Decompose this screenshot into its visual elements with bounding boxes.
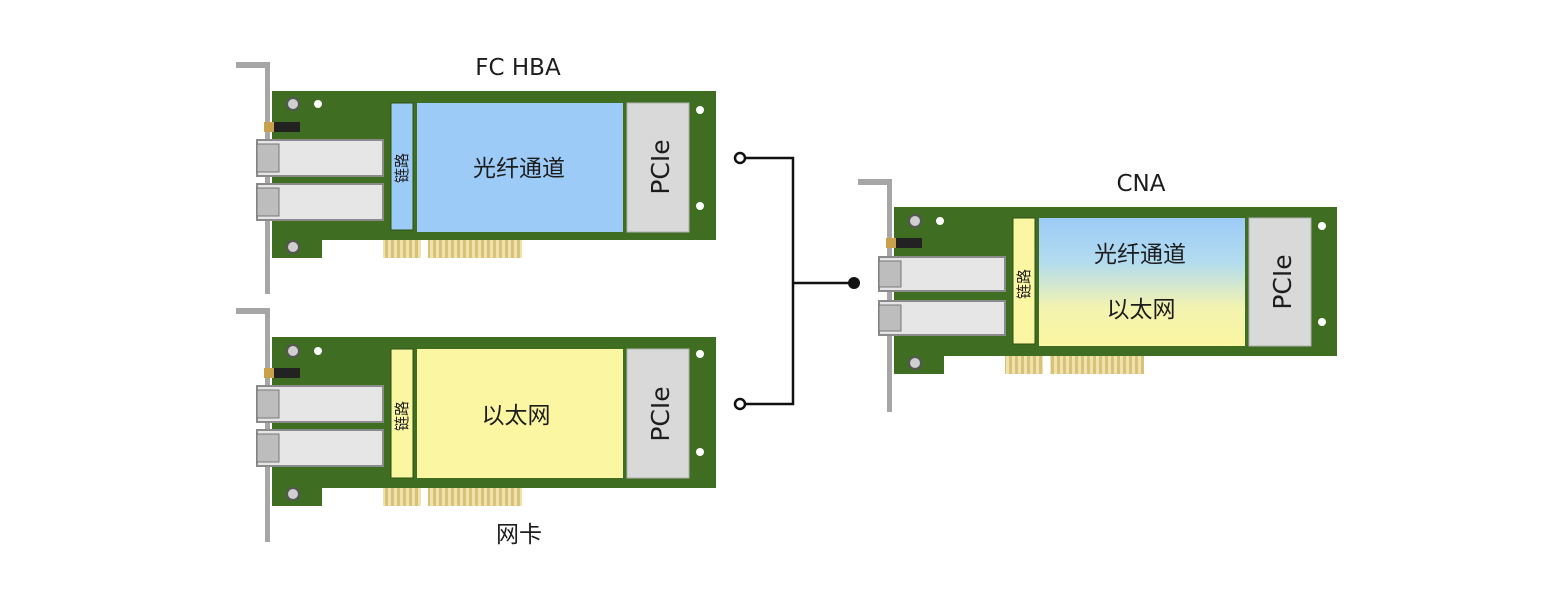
fc-hba-pcie-label: PCIe [646,139,675,194]
fc-hba-port-bottom-cage [256,187,280,217]
cna-port-bottom-cage [878,304,902,332]
nic-screw-icon [286,344,300,358]
cna-hole-icon [1318,318,1326,326]
cna-card: 链路 光纤通道 以太网 PCIe [858,179,1337,412]
fc-hba-gold-fingers-right [428,240,522,258]
cna-fiber-label: 光纤通道 [1094,242,1186,268]
nic-hole-icon [696,350,704,358]
fc-hba-screw-icon [286,97,300,111]
fc-hba-fiber-chip [417,103,623,232]
connector-open-terminal-icon [733,397,747,411]
nic-led-icon [264,368,300,378]
cna-pcie-chip [1248,217,1312,347]
cna-bracket [858,179,892,412]
nic-gold-fingers-left [383,488,421,506]
fc-hba-port-top-cage [256,143,280,173]
fc-hba-hole-icon [696,106,704,114]
connector-path [745,156,854,406]
cna-pcie-label: PCIe [1268,254,1297,309]
cna-screw-icon [908,214,922,228]
cna-gold-fingers-right [1050,356,1144,374]
fc-hba-pcie-chip [626,102,690,233]
nic-pcie-label: PCIe [646,386,675,441]
cna-converged-chip [1039,218,1245,346]
connector-lines [733,151,860,411]
nic-screw-icon [286,487,300,501]
connector-open-terminal-icon [733,151,747,165]
fc-hba-link-label: 链路 [393,153,411,183]
nic-hole-icon [314,347,322,355]
cna-hole-icon [1318,222,1326,230]
nic-ethernet-label: 以太网 [482,403,551,429]
connector-joint-terminal-icon [848,277,860,289]
cna-gold-fingers-left [1005,356,1043,374]
cna-port-top-cage [878,260,902,288]
cna-screw-icon [908,356,922,370]
fc-hba-fiber-label: 光纤通道 [473,156,565,182]
cna-hole-icon [936,217,944,225]
fc-hba-screw-icon [286,240,300,254]
fc-hba-hole-icon [696,202,704,210]
fc-hba-gold-fingers-left [383,240,421,258]
fc-hba-card: 链路 光纤通道 PCIe [236,62,716,294]
nic-ethernet-chip [417,349,623,478]
nic-link-label: 链路 [393,401,411,431]
nic-link-chip [390,348,414,479]
nic-port-bottom-cage [256,433,280,463]
cna-ethernet-label: 以太网 [1107,297,1176,323]
fc-hba-title: FC HBA [475,55,561,81]
nic-gold-fingers-right [428,488,522,506]
nic-hole-icon [696,448,704,456]
nic-port-top-cage [256,389,280,419]
cna-title: CNA [1117,171,1166,197]
fc-hba-led-icon [264,122,300,132]
nic-bracket [236,308,270,542]
cna-link-chip [1012,217,1036,345]
nic-card: 链路 以太网 PCIe [236,308,716,542]
fc-hba-hole-icon [314,100,322,108]
fc-hba-link-chip [390,102,414,231]
nic-pcie-chip [626,348,690,479]
fc-hba-led-icon [264,122,274,132]
nic-caption: 网卡 [496,522,542,548]
cna-led-icon [886,238,896,248]
nic-led-icon [264,368,274,378]
fc-hba-bracket [236,62,270,294]
cna-led-icon [886,238,922,248]
cna-link-label: 链路 [1015,269,1033,299]
